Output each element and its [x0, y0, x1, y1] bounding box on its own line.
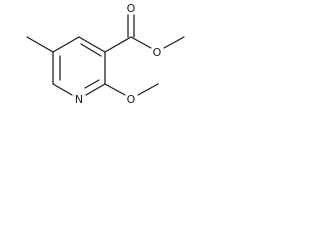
bond-c5-methyl — [26, 36, 54, 53]
structure-diagram: N O O O — [0, 0, 216, 138]
bond-c2-n1 — [85, 83, 106, 96]
bond-c4-c3 — [78, 36, 106, 53]
bond-ester-o-methyl — [163, 36, 185, 49]
bond-c2-n1-double — [84, 79, 100, 89]
bond-methoxy-o-methyl — [137, 83, 159, 96]
atom-label-carbonyl-oxygen: O — [127, 2, 136, 15]
bond-c3-carbonyl-carbon — [104, 36, 132, 53]
atom-label-ester-oxygen: O — [153, 46, 162, 59]
molecule-drawing: N O O O — [26, 2, 185, 106]
bond-c4-c3-double — [80, 43, 102, 57]
bond-c5-c4 — [52, 36, 80, 53]
bond-carbonyl-ester-o — [130, 36, 152, 49]
bond-n1-c6 — [52, 83, 73, 96]
atom-label-methoxy-oxygen: O — [127, 93, 136, 106]
bond-c2-methoxy-o — [104, 83, 126, 96]
atom-label-ring-nitrogen: N — [75, 93, 83, 106]
